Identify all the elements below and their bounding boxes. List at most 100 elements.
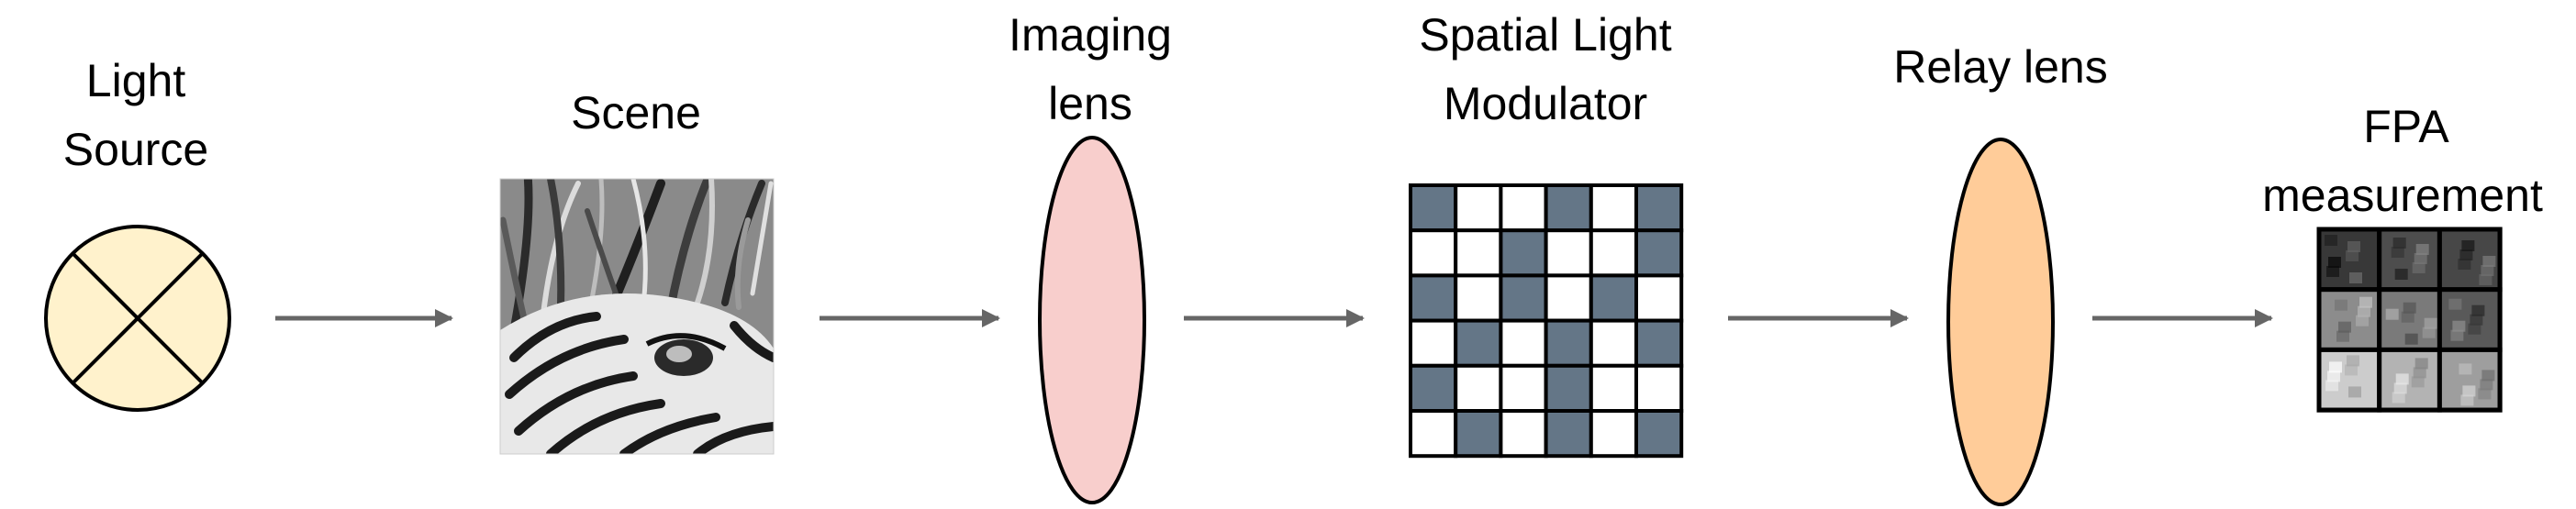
imaging-lens-label-line2: lens: [1048, 78, 1132, 129]
slm-cell: [1544, 228, 1593, 278]
fpa-texture: [2403, 302, 2416, 314]
slm-cell: [1499, 273, 1548, 323]
slm-cell: [1499, 318, 1548, 368]
slm-cell: [1499, 409, 1548, 459]
slm-cell: [1544, 318, 1593, 368]
slm-cell: [1544, 363, 1593, 413]
fpa-texture: [2348, 386, 2361, 398]
fpa-texture: [2412, 262, 2425, 273]
relay-lens: Relay lens: [1893, 41, 2108, 506]
fpa-texture: [2345, 364, 2358, 376]
slm-cell: [1409, 318, 1458, 368]
fpa-texture: [2329, 361, 2342, 373]
fpa-texture: [2452, 320, 2466, 332]
fpa-texture: [2471, 304, 2485, 316]
fpa-texture: [2482, 256, 2496, 267]
slm-label-line2: Modulator: [1444, 78, 1647, 129]
fpa-texture: [2358, 305, 2370, 317]
slm-cell: [1499, 183, 1548, 233]
fpa-texture: [2393, 382, 2407, 394]
fpa-texture: [2328, 257, 2341, 268]
fpa-texture: [2392, 392, 2405, 404]
fpa-measurement: FPA measurement: [2262, 101, 2543, 413]
fpa-texture: [2462, 385, 2476, 397]
slm-cell: [1409, 409, 1458, 459]
fpa-texture: [2479, 274, 2492, 285]
fpa-texture: [2458, 259, 2471, 270]
fpa-texture: [2470, 314, 2483, 326]
fpa-label-line2: measurement: [2262, 170, 2543, 221]
fpa-texture: [2349, 272, 2362, 283]
fpa-texture: [2422, 326, 2436, 338]
slm-cell: [1589, 273, 1639, 323]
fpa-texture: [2424, 317, 2437, 329]
slm-cell: [1409, 183, 1458, 233]
fpa-cell: [2377, 347, 2442, 413]
fpa-texture: [2414, 358, 2428, 370]
fpa-texture: [2415, 244, 2429, 255]
fpa-texture: [2404, 333, 2418, 345]
imaging-lens-label-line1: Imaging: [1009, 9, 1172, 61]
fpa-label-line1: FPA: [2363, 101, 2449, 152]
scene-image: [500, 179, 774, 454]
fpa-border: [2316, 227, 2503, 413]
slm-cell: [1499, 363, 1548, 413]
fpa-texture: [2468, 323, 2481, 335]
fpa-texture: [2325, 380, 2338, 392]
fpa-texture: [2401, 311, 2414, 323]
slm-cell: [1634, 363, 1684, 413]
slm-cell: [1499, 228, 1548, 278]
fpa-texture: [2478, 388, 2492, 400]
fpa-texture: [2347, 355, 2359, 367]
fpa-texture: [2385, 308, 2399, 320]
fpa-texture: [2459, 249, 2473, 260]
slm-cell: [1454, 363, 1503, 413]
fpa-texture: [2336, 330, 2349, 342]
fpa-texture: [2391, 247, 2404, 258]
slm-cell: [1544, 183, 1593, 233]
light-source-label-line2: Source: [63, 124, 208, 175]
slm-cell: [1454, 318, 1503, 368]
slm-cell: [1589, 228, 1639, 278]
slm-cell: [1589, 183, 1639, 233]
slm-cell: [1454, 183, 1503, 233]
fpa-texture: [2347, 241, 2360, 252]
light-source: Light Source: [44, 55, 231, 412]
slm-cell: [1589, 318, 1639, 368]
fpa-texture: [2459, 363, 2472, 375]
imaging-lens: Imaging lens: [1009, 9, 1172, 504]
slm-cell: [1634, 409, 1684, 459]
relay-lens-shape: [1946, 138, 2055, 506]
slm-cell: [1634, 318, 1684, 368]
scene-label: Scene: [571, 87, 701, 138]
fpa-texture: [2327, 371, 2340, 382]
slm-cell: [1544, 409, 1593, 459]
fpa-texture: [2460, 394, 2474, 406]
light-source-label-line1: Light: [86, 55, 186, 106]
fpa-texture: [2338, 321, 2351, 333]
fpa-texture: [2481, 265, 2494, 276]
fpa-texture: [2359, 296, 2372, 308]
fpa-texture: [2356, 315, 2369, 326]
slm-cell: [1454, 409, 1503, 459]
slm-cell: [1634, 183, 1684, 233]
slm-cell: [1454, 228, 1503, 278]
fpa-texture: [2335, 299, 2347, 311]
slm-cell: [1544, 273, 1593, 323]
slm-label-line1: Spatial Light: [1419, 9, 1671, 61]
fpa-cell: [2437, 287, 2503, 352]
slm-cell: [1409, 228, 1458, 278]
fpa-cell: [2377, 227, 2442, 293]
fpa-texture: [2392, 238, 2406, 249]
fpa-grid: [2316, 227, 2503, 413]
fpa-texture: [2450, 329, 2464, 341]
fpa-texture: [2414, 253, 2427, 264]
slm-cell: [1589, 363, 1639, 413]
slm-grid: [1409, 183, 1684, 459]
fpa-texture: [2461, 240, 2475, 251]
fpa-texture: [2326, 266, 2339, 277]
fpa-texture: [2411, 376, 2425, 388]
fpa-texture: [2346, 250, 2359, 261]
fpa-texture: [2325, 235, 2337, 246]
relay-lens-label: Relay lens: [1893, 41, 2107, 93]
